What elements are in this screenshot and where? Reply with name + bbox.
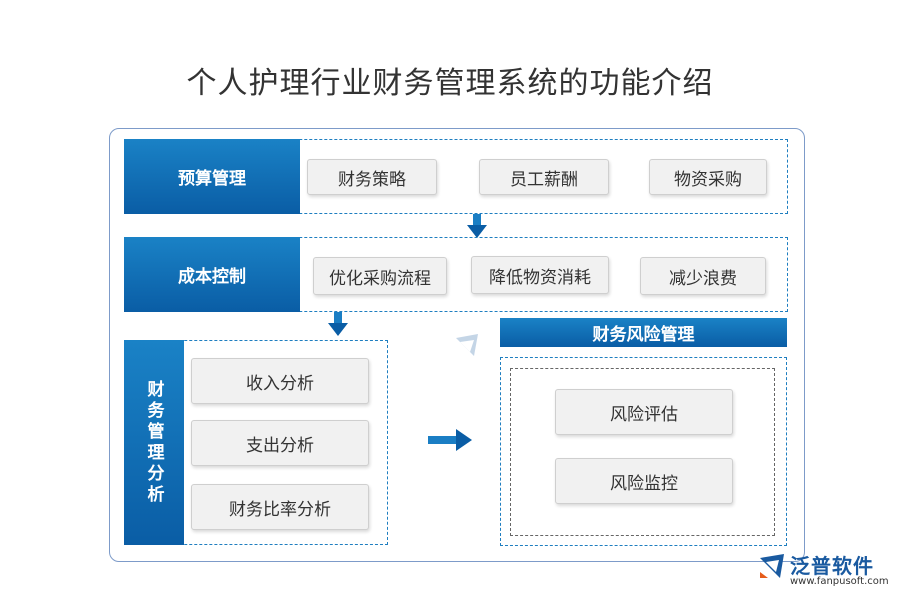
cost-head: 成本控制	[124, 237, 300, 312]
risk-block	[500, 357, 787, 546]
risk-item-assess: 风险评估	[555, 389, 733, 435]
cost-item-waste: 减少浪费	[640, 257, 766, 295]
risk-head: 财务风险管理	[500, 318, 787, 347]
page-title: 个人护理行业财务管理系统的功能介绍	[186, 66, 714, 101]
arrow-down-icon	[467, 214, 487, 238]
budget-item-salary: 员工薪酬	[479, 159, 609, 195]
arrow-down-icon	[328, 312, 348, 336]
arrow-right-icon	[428, 429, 472, 451]
logo-url: www.fanpusoft.com	[790, 576, 889, 587]
analysis-item-ratio: 财务比率分析	[191, 484, 369, 530]
logo-name: 泛普软件	[790, 554, 874, 578]
budget-item-strategy: 财务策略	[307, 159, 437, 195]
risk-item-monitor: 风险监控	[555, 458, 733, 504]
analysis-item-expense: 支出分析	[191, 420, 369, 466]
budget-head: 预算管理	[124, 139, 300, 214]
watermark-logo	[452, 330, 562, 380]
analysis-head: 财务管理分析	[124, 340, 184, 545]
logo-mark-icon	[456, 334, 478, 356]
diagram-frame	[109, 128, 805, 562]
cost-item-reduce: 降低物资消耗	[471, 256, 609, 294]
budget-item-purchase: 物资采购	[649, 159, 767, 195]
risk-inner-frame	[510, 368, 775, 536]
brand-logo: 泛普软件 www.fanpusoft.com	[758, 550, 889, 594]
logo-mark-icon	[760, 554, 784, 578]
analysis-item-income: 收入分析	[191, 358, 369, 404]
cost-item-optimize: 优化采购流程	[313, 257, 447, 295]
